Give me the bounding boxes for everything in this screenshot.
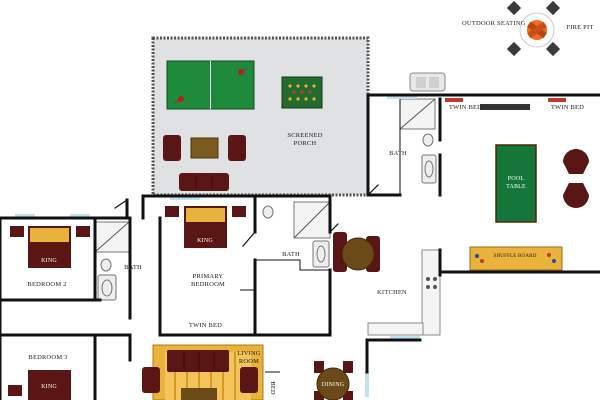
windows [15, 95, 420, 397]
primary-king-bed [165, 206, 246, 248]
bath-primary-label: BATH [282, 251, 300, 258]
screened-porch-label: SCREENED PORCH [287, 132, 323, 147]
fire-pit-area [506, 0, 561, 57]
living-room-label: LIVING ROOM [237, 350, 261, 365]
living-room-rug [142, 344, 264, 400]
ping-pong-table [166, 60, 255, 110]
twin-bed-right-label: TWIN BED [550, 104, 585, 111]
kitchen-counter [367, 249, 441, 336]
king-primary-label: KING [197, 238, 213, 244]
porch-sofa [179, 173, 229, 191]
king-bedroom2-label: KING [41, 258, 57, 264]
twin-bed-primary-label: TWIN BED [188, 322, 223, 329]
foosball-table [281, 76, 323, 109]
primary-bedroom-label: PRIMARY BEDROOM [191, 273, 225, 288]
twin-bed-left-label: TWIN BED [448, 104, 483, 111]
fire-icon [527, 20, 547, 40]
fire-pit-label: FIRE PIT [566, 24, 594, 31]
walls [0, 93, 600, 400]
screened-porch [151, 36, 370, 197]
shuffle-board-label: SHUFFLE BOARD [493, 254, 537, 259]
bath-left-label: BATH [124, 264, 142, 271]
bedroom3-king-bed [8, 370, 71, 400]
outdoor-seating-label: OUTDOOR SEATING [462, 20, 526, 27]
bedroom-3-label: BEDROOM 3 [28, 354, 68, 361]
bedroom-2-label: BEDROOM 2 [27, 281, 67, 288]
wall-bar [480, 104, 530, 110]
bath-upper-label: BATH [389, 150, 407, 157]
dining-table [314, 361, 353, 400]
bath-fixture-outlines [94, 98, 436, 253]
dining-area [333, 232, 380, 272]
pool-table-label: POOL TABLE [506, 176, 526, 190]
thin-lines [240, 99, 401, 373]
kitchen-label: KITCHEN [377, 289, 407, 296]
king-bedroom3-label: KING [41, 384, 57, 390]
game-room [409, 72, 589, 271]
game-chairs [563, 149, 589, 208]
bedroom2-king-bed [10, 226, 90, 268]
bed-vertical-label: BED [269, 381, 276, 395]
dining-label: DINING [321, 382, 345, 388]
shuffle-board [469, 246, 563, 271]
pool-table [495, 144, 537, 223]
